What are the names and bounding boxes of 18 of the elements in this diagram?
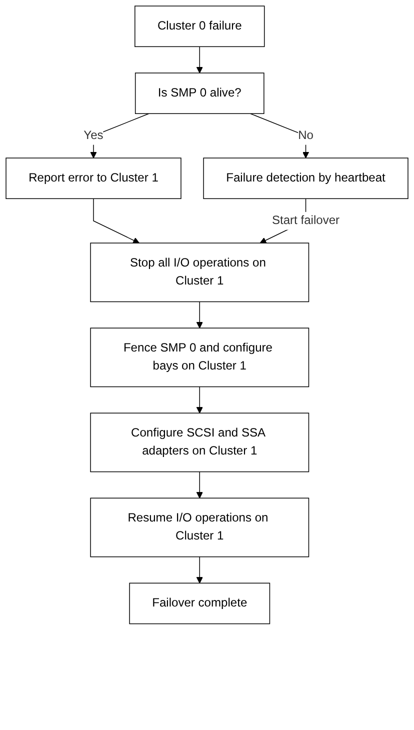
node-box: Is SMP 0 alive? (134, 72, 264, 114)
edge-label: Yes (84, 129, 104, 142)
node-box: Stop all I/O operations on Cluster 1 (90, 242, 310, 302)
arrow (196, 46, 203, 74)
arrow (196, 556, 203, 584)
edge-label: No (298, 129, 314, 142)
arrow (93, 198, 140, 244)
node-box: Report error to Cluster 1 (6, 158, 182, 200)
node-box: Failover complete (129, 582, 270, 624)
arrow (196, 301, 203, 328)
node-box: Fence SMP 0 and configure bays on Cluster 1 (90, 328, 310, 388)
node-box: Cluster 0 failure (134, 6, 265, 48)
node-box: Failure detection by heartbeat (203, 158, 408, 200)
arrow (196, 386, 203, 414)
edge-label: Start failover (272, 214, 340, 227)
node-box: Resume I/O operations on Cluster 1 (90, 498, 310, 558)
arrow (196, 471, 203, 498)
node-box: Configure SCSI and SSA adapters on Cluster 1 (90, 412, 310, 472)
